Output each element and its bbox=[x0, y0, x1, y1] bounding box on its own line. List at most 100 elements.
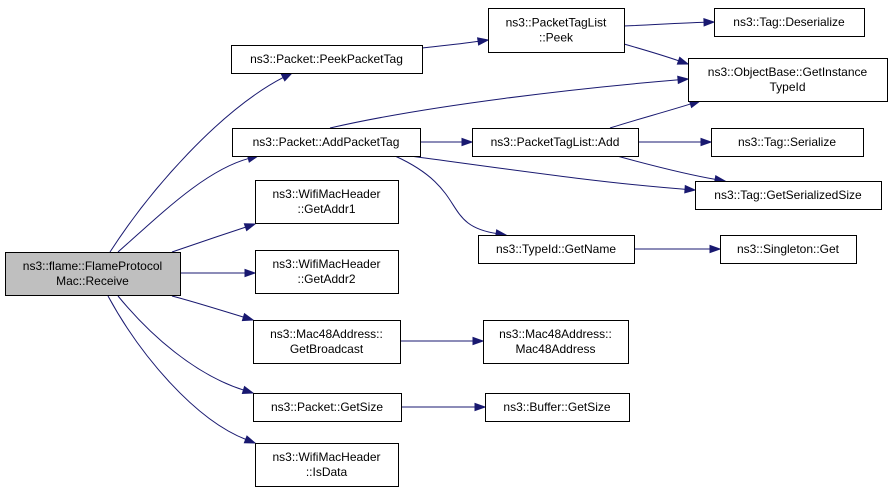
node-label: ns3::Mac48Address:: bbox=[499, 327, 612, 341]
edge-peekPacketTag-to-ptlPeek bbox=[421, 37, 490, 49]
edge-line bbox=[117, 295, 245, 391]
edge-line bbox=[616, 155, 717, 180]
arrowhead-icon bbox=[700, 137, 713, 147]
arrowhead-icon bbox=[476, 37, 490, 46]
edge-line bbox=[171, 295, 245, 318]
edge-line bbox=[623, 21, 706, 27]
node-box bbox=[688, 58, 888, 102]
node-label: ns3::Buffer::GetSize bbox=[503, 400, 610, 414]
node-box bbox=[232, 128, 421, 157]
arrowhead-icon bbox=[280, 72, 294, 82]
edge-receive-to-peekPacketTag bbox=[109, 72, 294, 253]
edge-receive-to-packetGetSize bbox=[117, 295, 255, 395]
edge-line bbox=[409, 155, 687, 190]
edge-line bbox=[394, 155, 498, 235]
arrowhead-icon bbox=[703, 17, 716, 27]
node-label: ns3::ObjectBase::GetInstance bbox=[708, 65, 868, 79]
edge-line bbox=[421, 40, 480, 49]
nodes-layer: ns3::flame::FlameProtocolMac::Receivens3… bbox=[5, 8, 888, 487]
node-box bbox=[253, 393, 402, 422]
node-label: ns3::Tag::Serialize bbox=[738, 135, 836, 149]
node-box bbox=[695, 181, 882, 210]
node-getBroadcast[interactable]: ns3::Mac48Address::GetBroadcast bbox=[253, 320, 401, 364]
edge-receive-to-isData bbox=[107, 295, 257, 444]
node-singletonGet[interactable]: ns3::Singleton::Get bbox=[720, 235, 857, 264]
node-label: ns3::flame::FlameProtocol bbox=[23, 259, 162, 273]
edge-packetGetSize-to-bufferGetSize bbox=[400, 402, 487, 412]
node-typeIdGetName[interactable]: ns3::TypeId::GetName bbox=[478, 235, 635, 264]
edge-getBroadcast-to-mac48Address bbox=[399, 336, 485, 346]
node-tagSerialize[interactable]: ns3::Tag::Serialize bbox=[711, 128, 864, 157]
arrowhead-icon bbox=[461, 137, 474, 147]
edge-receive-to-addPacketTag bbox=[117, 154, 260, 253]
edge-typeIdGetName-to-singletonGet bbox=[634, 244, 722, 254]
node-tagDeserialize[interactable]: ns3::Tag::Deserialize bbox=[714, 8, 865, 37]
node-box bbox=[720, 235, 857, 264]
node-tagGetSerializedSize[interactable]: ns3::Tag::GetSerializedSize bbox=[695, 181, 882, 210]
node-box bbox=[255, 250, 399, 294]
node-ptlAdd[interactable]: ns3::PacketTagList::Add bbox=[472, 128, 639, 157]
node-box bbox=[488, 8, 625, 53]
arrowhead-icon bbox=[241, 385, 255, 395]
edge-ptlAdd-to-tagGetSerializedSize bbox=[616, 155, 727, 184]
node-label: ns3::WifiMacHeader bbox=[272, 450, 380, 464]
edge-ptlAdd-to-tagSerialize bbox=[638, 137, 713, 147]
arrowhead-icon bbox=[243, 435, 257, 444]
edge-line bbox=[171, 226, 247, 253]
node-box bbox=[714, 8, 865, 37]
node-peekPacketTag[interactable]: ns3::Packet::PeekPacketTag bbox=[231, 45, 423, 74]
edge-addPacketTag-to-typeIdGetName bbox=[394, 155, 508, 238]
node-bufferGetSize[interactable]: ns3::Buffer::GetSize bbox=[485, 393, 630, 422]
node-label: Mac48Address bbox=[515, 342, 595, 356]
node-box bbox=[255, 443, 399, 487]
arrowhead-icon bbox=[472, 336, 485, 346]
node-box bbox=[483, 320, 629, 364]
node-label: ::GetAddr2 bbox=[297, 272, 355, 286]
node-box bbox=[478, 235, 635, 264]
node-box bbox=[255, 180, 399, 224]
arrowhead-icon bbox=[474, 402, 487, 412]
node-label: Mac::Receive bbox=[56, 274, 129, 288]
node-isData[interactable]: ns3::WifiMacHeader::IsData bbox=[255, 443, 399, 487]
node-addPacketTag[interactable]: ns3::Packet::AddPacketTag bbox=[232, 128, 421, 157]
node-label: TypeId bbox=[769, 80, 805, 94]
edge-receive-to-getAddr1 bbox=[171, 223, 257, 253]
edge-addPacketTag-to-tagGetSerializedSize bbox=[409, 155, 697, 194]
node-mac48Address[interactable]: ns3::Mac48Address::Mac48Address bbox=[483, 320, 629, 364]
node-box bbox=[711, 128, 864, 157]
edges-layer bbox=[107, 17, 727, 444]
node-label: ns3::Packet::GetSize bbox=[271, 400, 383, 414]
node-label: ns3::TypeId::GetName bbox=[496, 242, 616, 256]
node-label: ::IsData bbox=[306, 465, 348, 479]
edge-line bbox=[329, 79, 680, 129]
node-packetGetSize[interactable]: ns3::Packet::GetSize bbox=[253, 393, 402, 422]
edge-line bbox=[107, 295, 247, 441]
edge-line bbox=[609, 103, 692, 129]
node-ptlPeek[interactable]: ns3::PacketTagList::Peek bbox=[488, 8, 625, 53]
node-label: ns3::PacketTagList::Add bbox=[491, 135, 620, 149]
node-label: GetBroadcast bbox=[290, 342, 364, 356]
edge-addPacketTag-to-ptlAdd bbox=[420, 137, 474, 147]
node-label: ns3::Tag::GetSerializedSize bbox=[714, 188, 862, 202]
node-box bbox=[253, 320, 401, 364]
edge-ptlPeek-to-tagDeserialize bbox=[623, 17, 716, 27]
edge-addPacketTag-to-getInstanceTypeId bbox=[329, 75, 690, 129]
node-label: ns3::Tag::Deserialize bbox=[733, 15, 845, 29]
edge-receive-to-getAddr2 bbox=[180, 268, 257, 278]
node-box bbox=[472, 128, 639, 157]
edge-ptlAdd-to-getInstanceTypeId bbox=[609, 100, 702, 129]
arrowhead-icon bbox=[241, 312, 255, 322]
node-box bbox=[5, 252, 181, 296]
arrowhead-icon bbox=[677, 75, 690, 85]
arrowhead-icon bbox=[676, 56, 690, 65]
node-label: ns3::WifiMacHeader bbox=[272, 257, 380, 271]
edge-receive-to-getBroadcast bbox=[171, 295, 255, 322]
node-label: ns3::WifiMacHeader bbox=[272, 187, 380, 201]
node-getAddr1[interactable]: ns3::WifiMacHeader::GetAddr1 bbox=[255, 180, 399, 224]
node-getAddr2[interactable]: ns3::WifiMacHeader::GetAddr2 bbox=[255, 250, 399, 294]
edge-line bbox=[117, 157, 250, 253]
node-label: ns3::Mac48Address:: bbox=[270, 327, 383, 341]
